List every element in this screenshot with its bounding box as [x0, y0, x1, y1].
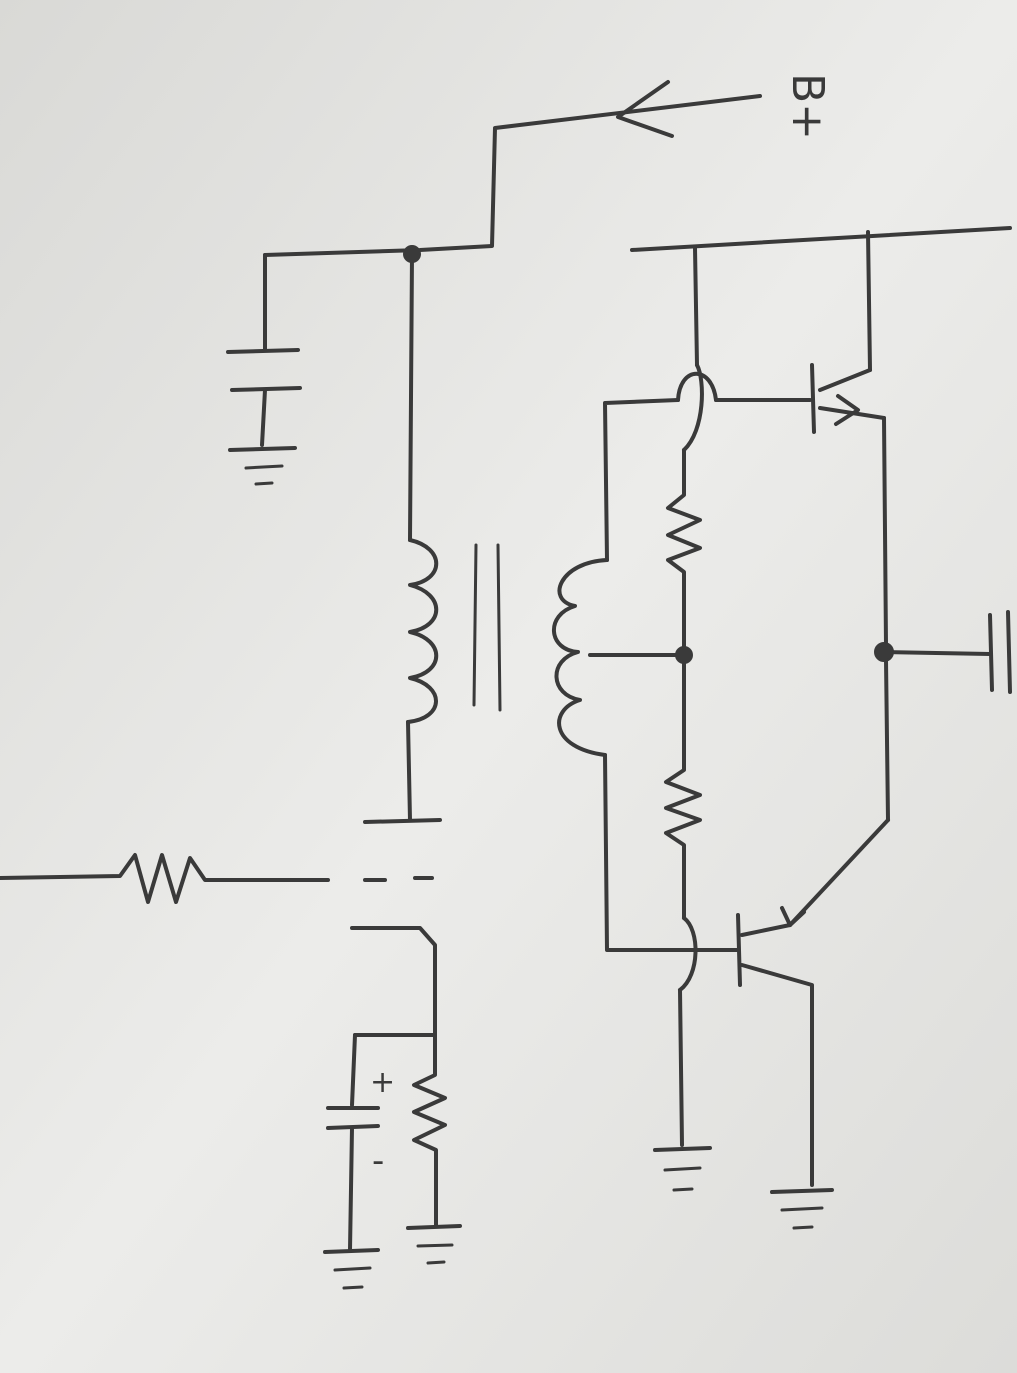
- ground-symbol: [770, 1188, 834, 1230]
- bias-divider: [653, 448, 712, 1192]
- supply-rail: [630, 226, 1012, 372]
- lower-transistor: [688, 818, 890, 1230]
- output-node: [874, 610, 1012, 822]
- ground-symbol: [228, 446, 297, 486]
- ground-symbol: [323, 1248, 380, 1290]
- transformer-core: [472, 543, 502, 712]
- supply-label: B+: [782, 73, 833, 140]
- supply-input: B+: [263, 73, 833, 257]
- base-feed-line: [603, 363, 812, 562]
- upper-transistor: [810, 363, 888, 647]
- output-contacts: [363, 876, 434, 882]
- supply-decoupling-capacitor: [226, 253, 302, 486]
- emitter-bias-network: + -: [323, 926, 462, 1290]
- capacitor-minus-label: -: [372, 1141, 384, 1181]
- transformer-secondary-coil: [552, 558, 692, 952]
- ground-symbol: [653, 1146, 712, 1192]
- input-resistor: [0, 853, 330, 904]
- capacitor-plus-label: +: [370, 1065, 395, 1100]
- transformer-primary-coil: [363, 245, 442, 824]
- ground-symbol: [406, 1224, 462, 1265]
